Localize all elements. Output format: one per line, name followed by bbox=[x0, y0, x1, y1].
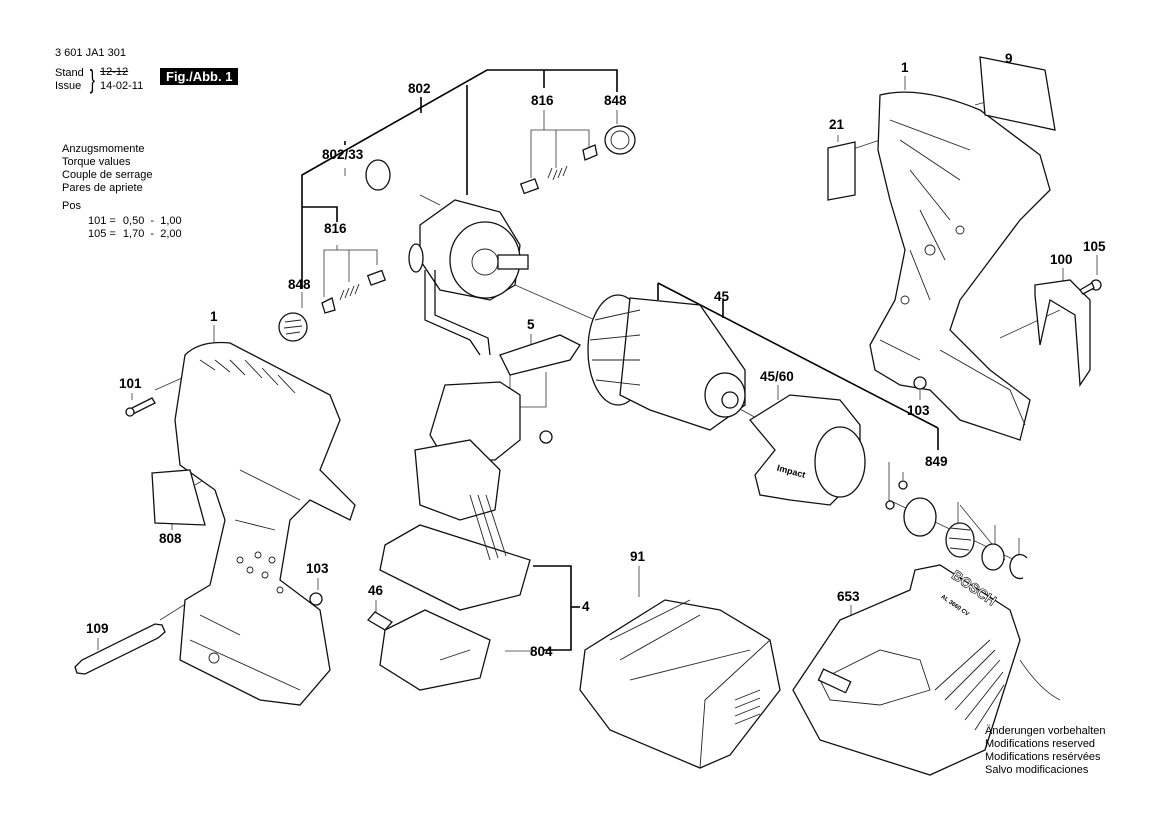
part-label-804: 804 bbox=[530, 644, 553, 659]
document-number: 3 601 JA1 301 bbox=[55, 47, 126, 59]
belt-clip-100-drawing bbox=[1034, 279, 1091, 387]
part-label-105: 105 bbox=[1083, 239, 1106, 254]
torque-range: 0,50 - 1,00 bbox=[122, 215, 182, 227]
torque-title-en: Torque values bbox=[62, 156, 131, 168]
part-label-848-left: 848 bbox=[288, 277, 311, 292]
part-label-100: 100 bbox=[1050, 252, 1073, 267]
torque-pos-label: Pos bbox=[62, 200, 81, 212]
part-label-802: 802 bbox=[408, 81, 431, 96]
part-label-9: 9 bbox=[1005, 51, 1013, 66]
torque-range: 1,70 - 2,00 bbox=[122, 228, 182, 240]
cap-848-top-drawing bbox=[604, 125, 636, 155]
switch-module-4-drawing bbox=[379, 381, 553, 611]
torque-row: 101 = 0,50 - 1,00 bbox=[62, 215, 182, 228]
screw-105-drawing bbox=[1079, 279, 1102, 295]
part-label-46: 46 bbox=[368, 583, 384, 598]
dash-motor bbox=[419, 194, 441, 206]
housing-left-drawing bbox=[174, 341, 356, 706]
housing-right-drawing bbox=[869, 91, 1051, 441]
issue-label: Issue bbox=[55, 80, 82, 92]
part-label-1-right: 1 bbox=[901, 60, 909, 75]
part-label-802-33: 802/33 bbox=[322, 147, 364, 162]
part-label-808: 808 bbox=[159, 531, 182, 546]
label-21-drawing bbox=[827, 141, 856, 201]
part-label-45: 45 bbox=[714, 289, 730, 304]
nose-cover-45-60-drawing: Impact bbox=[749, 394, 866, 506]
notice-es: Salvo modificaciones bbox=[985, 764, 1089, 776]
bit-109-drawing bbox=[74, 623, 166, 675]
brush-set-816-top-drawing bbox=[519, 144, 598, 195]
part-label-21: 21 bbox=[829, 117, 845, 132]
dash-shaft bbox=[514, 284, 596, 321]
part-label-1-left: 1 bbox=[210, 309, 218, 324]
torque-pos: 101 = bbox=[88, 215, 116, 227]
torque-pos: 105 = bbox=[88, 228, 116, 240]
bracket-45 bbox=[657, 282, 939, 429]
bracket-802-group bbox=[301, 69, 618, 289]
issue-date: 14-02-11 bbox=[100, 80, 144, 92]
switch-cover-5-drawing bbox=[499, 334, 581, 376]
brace-icon: } bbox=[89, 64, 95, 94]
part-label-103-right: 103 bbox=[907, 403, 930, 418]
spring-46-drawing bbox=[366, 611, 394, 631]
torque-block: Anzugsmomente Torque values Couple de se… bbox=[62, 143, 182, 241]
battery-91-drawing bbox=[579, 599, 781, 769]
part-label-45-60: 45/60 bbox=[760, 369, 794, 384]
part-label-4: 4 bbox=[582, 599, 590, 614]
gear-housing-45-drawing bbox=[587, 294, 746, 431]
part-label-816-top: 816 bbox=[531, 93, 554, 108]
bracket-4 bbox=[533, 565, 572, 651]
notice-fr: Modifications resérvées bbox=[985, 751, 1101, 763]
part-label-653: 653 bbox=[837, 589, 860, 604]
gear-parts-849-drawing bbox=[885, 480, 1028, 580]
old-date-struck: 12-12 bbox=[100, 66, 129, 78]
base-plate-804-drawing bbox=[379, 609, 491, 691]
torque-title-de: Anzugsmomente bbox=[62, 143, 145, 155]
torque-row: 105 = 1,70 - 2,00 bbox=[62, 228, 182, 241]
part-label-848-top: 848 bbox=[604, 93, 627, 108]
part-label-5: 5 bbox=[527, 317, 535, 332]
notice-de: Änderungen vorbehalten bbox=[985, 725, 1106, 737]
nut-103-right-drawing bbox=[913, 376, 927, 390]
figure-label: Fig./Abb. 1 bbox=[160, 68, 239, 85]
nut-103-left-drawing bbox=[309, 592, 323, 606]
part-label-91: 91 bbox=[630, 549, 646, 564]
part-label-849: 849 bbox=[925, 454, 948, 469]
motor-802-drawing bbox=[408, 199, 529, 356]
torque-title-es: Pares de apriete bbox=[62, 182, 143, 194]
brush-set-816-left-drawing bbox=[321, 269, 387, 314]
part-label-103-left: 103 bbox=[306, 561, 329, 576]
screw-101-drawing bbox=[125, 397, 156, 417]
ring-802-33-drawing bbox=[365, 159, 391, 191]
stand-label: Stand bbox=[55, 67, 84, 79]
label-9-drawing bbox=[979, 56, 1056, 131]
notice-en: Modifications reserved bbox=[985, 738, 1096, 750]
part-label-109: 109 bbox=[86, 621, 109, 636]
bracket-849 bbox=[888, 462, 1024, 565]
label-808-drawing bbox=[151, 469, 206, 526]
bracket-816-left-sub bbox=[323, 249, 378, 297]
part-label-101: 101 bbox=[119, 376, 142, 391]
torque-title-fr: Couple de serrage bbox=[62, 169, 153, 181]
bracket-816-top bbox=[530, 129, 590, 178]
bracket-816-left bbox=[302, 206, 338, 222]
dash-100 bbox=[999, 309, 1061, 339]
modifications-notice: Änderungen vorbehalten Modifications res… bbox=[985, 725, 1105, 777]
part-label-816-left: 816 bbox=[324, 221, 347, 236]
